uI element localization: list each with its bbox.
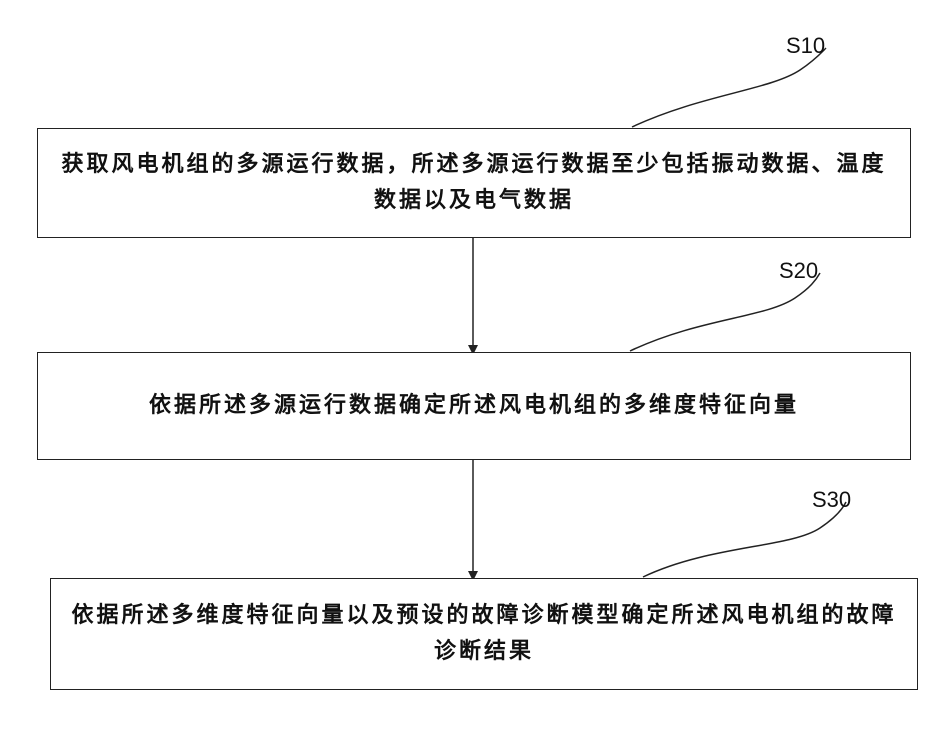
leader-line-s10 bbox=[632, 48, 826, 127]
step-box-s30: 依据所述多维度特征向量以及预设的故障诊断模型确定所述风电机组的故障诊断结果 bbox=[50, 578, 918, 690]
step-text-s30: 依据所述多维度特征向量以及预设的故障诊断模型确定所述风电机组的故障诊断结果 bbox=[71, 598, 897, 670]
leader-line-s30 bbox=[643, 502, 846, 577]
step-label-s20: S20 bbox=[779, 258, 818, 284]
step-label-s10: S10 bbox=[786, 33, 825, 59]
step-text-s10: 获取风电机组的多源运行数据，所述多源运行数据至少包括振动数据、温度数据以及电气数… bbox=[58, 147, 890, 219]
step-text-s20: 依据所述多源运行数据确定所述风电机组的多维度特征向量 bbox=[149, 388, 799, 424]
step-box-s10: 获取风电机组的多源运行数据，所述多源运行数据至少包括振动数据、温度数据以及电气数… bbox=[37, 128, 911, 238]
leader-line-s20 bbox=[630, 273, 820, 351]
step-label-s30: S30 bbox=[812, 487, 851, 513]
step-box-s20: 依据所述多源运行数据确定所述风电机组的多维度特征向量 bbox=[37, 352, 911, 460]
